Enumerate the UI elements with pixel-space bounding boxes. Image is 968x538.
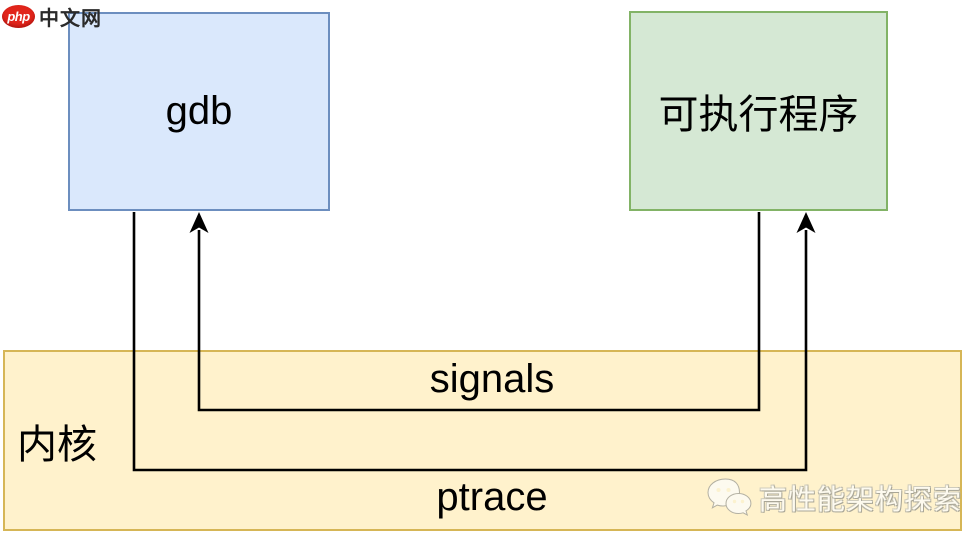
watermark: 高性能架构探索: [704, 477, 962, 519]
ptrace-arrowhead: [796, 212, 816, 233]
node-kernel-label: 内核: [17, 422, 97, 467]
node-executable-label: 可执行程序: [658, 93, 859, 137]
php-logo-icon: php: [2, 5, 35, 28]
node-gdb: gdb: [68, 12, 330, 211]
edge-label-ptrace: ptrace: [436, 475, 548, 519]
site-logo-text: 中文网: [39, 8, 102, 30]
watermark-text: 高性能架构探索: [759, 484, 963, 515]
signals-arrowhead: [189, 212, 209, 233]
site-logo: php 中文网: [2, 2, 102, 31]
wechat-icon: [707, 478, 752, 517]
edge-label-signals: signals: [429, 357, 555, 401]
node-gdb-label: gdb: [165, 89, 233, 133]
node-executable: 可执行程序: [629, 11, 888, 211]
